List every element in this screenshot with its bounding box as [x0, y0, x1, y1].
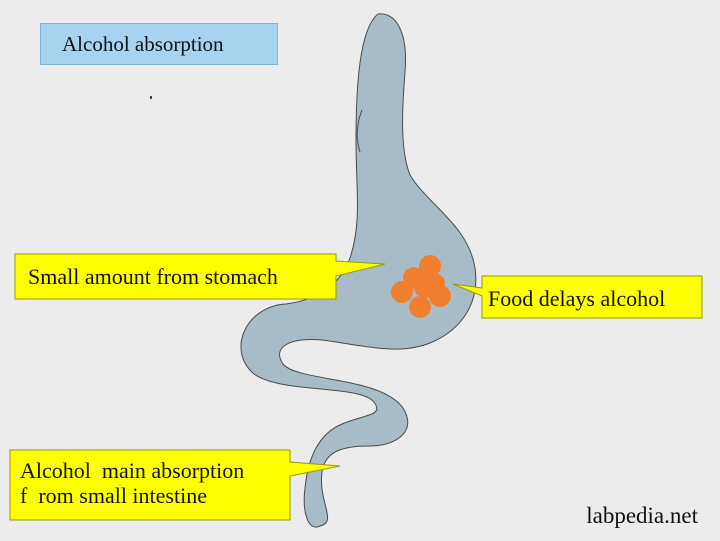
stray-dot: [150, 96, 152, 99]
food-particle: [419, 255, 441, 277]
callout-food-label: Food delays alcohol: [488, 286, 666, 311]
food-particles: [391, 255, 451, 318]
callout-intestine-label: Alcohol main absorption f rom small inte…: [20, 458, 244, 508]
food-particle: [427, 274, 445, 292]
callout-box-stomach: [14, 253, 386, 300]
stomach-fold-line: [356, 109, 363, 153]
callout-stomach-label: Small amount from stomach: [28, 264, 278, 289]
callout-box-intestine: [9, 449, 341, 521]
food-particle: [391, 281, 413, 303]
page-title: Alcohol absorption: [62, 31, 224, 56]
callout-intestine-line1: Alcohol main absorption: [20, 458, 245, 483]
callout-intestine-line2: f rom small intestine: [20, 483, 207, 508]
food-particle: [409, 296, 431, 318]
watermark: labpedia.net: [586, 503, 698, 528]
title-box: Alcohol absorption: [40, 23, 278, 65]
callout-box-food: [452, 275, 703, 319]
